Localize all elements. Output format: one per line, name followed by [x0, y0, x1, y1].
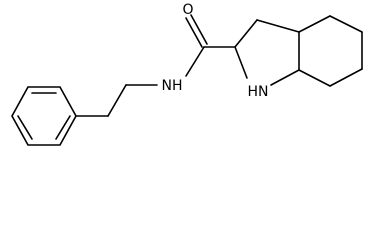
- c7-c7a-bond: [298, 69, 331, 87]
- n-carbonyl-bond: [185, 46, 205, 77]
- benzene-inner-bond-3: [17, 115, 33, 140]
- ch2-ch2-bond: [107, 84, 127, 117]
- c3-c3a-bond: [256, 19, 300, 33]
- amide-nh-label: NH: [162, 78, 183, 94]
- n-c2-bond: [234, 46, 248, 79]
- benzene-ring-bonds: [11, 86, 77, 146]
- c4-c5-bond: [329, 15, 363, 33]
- c7a-n-bond: [270, 69, 300, 86]
- oxygen-atom-label: O: [182, 2, 193, 18]
- c6-c7-bond: [329, 68, 363, 87]
- carbonyl-double-bond-b: [190, 14, 208, 45]
- ring-hn-label: HN: [248, 84, 269, 100]
- carbonyl-double-bond-a: [185, 17, 203, 48]
- molecule-structure-svg: O NH HN: [11, 2, 363, 146]
- benzene-inner-bond-2: [55, 115, 71, 140]
- molecule-structure-canvas: O NH HN: [11, 2, 363, 146]
- c2-c3-bond: [234, 19, 258, 48]
- c3a-c4-bond: [298, 15, 331, 33]
